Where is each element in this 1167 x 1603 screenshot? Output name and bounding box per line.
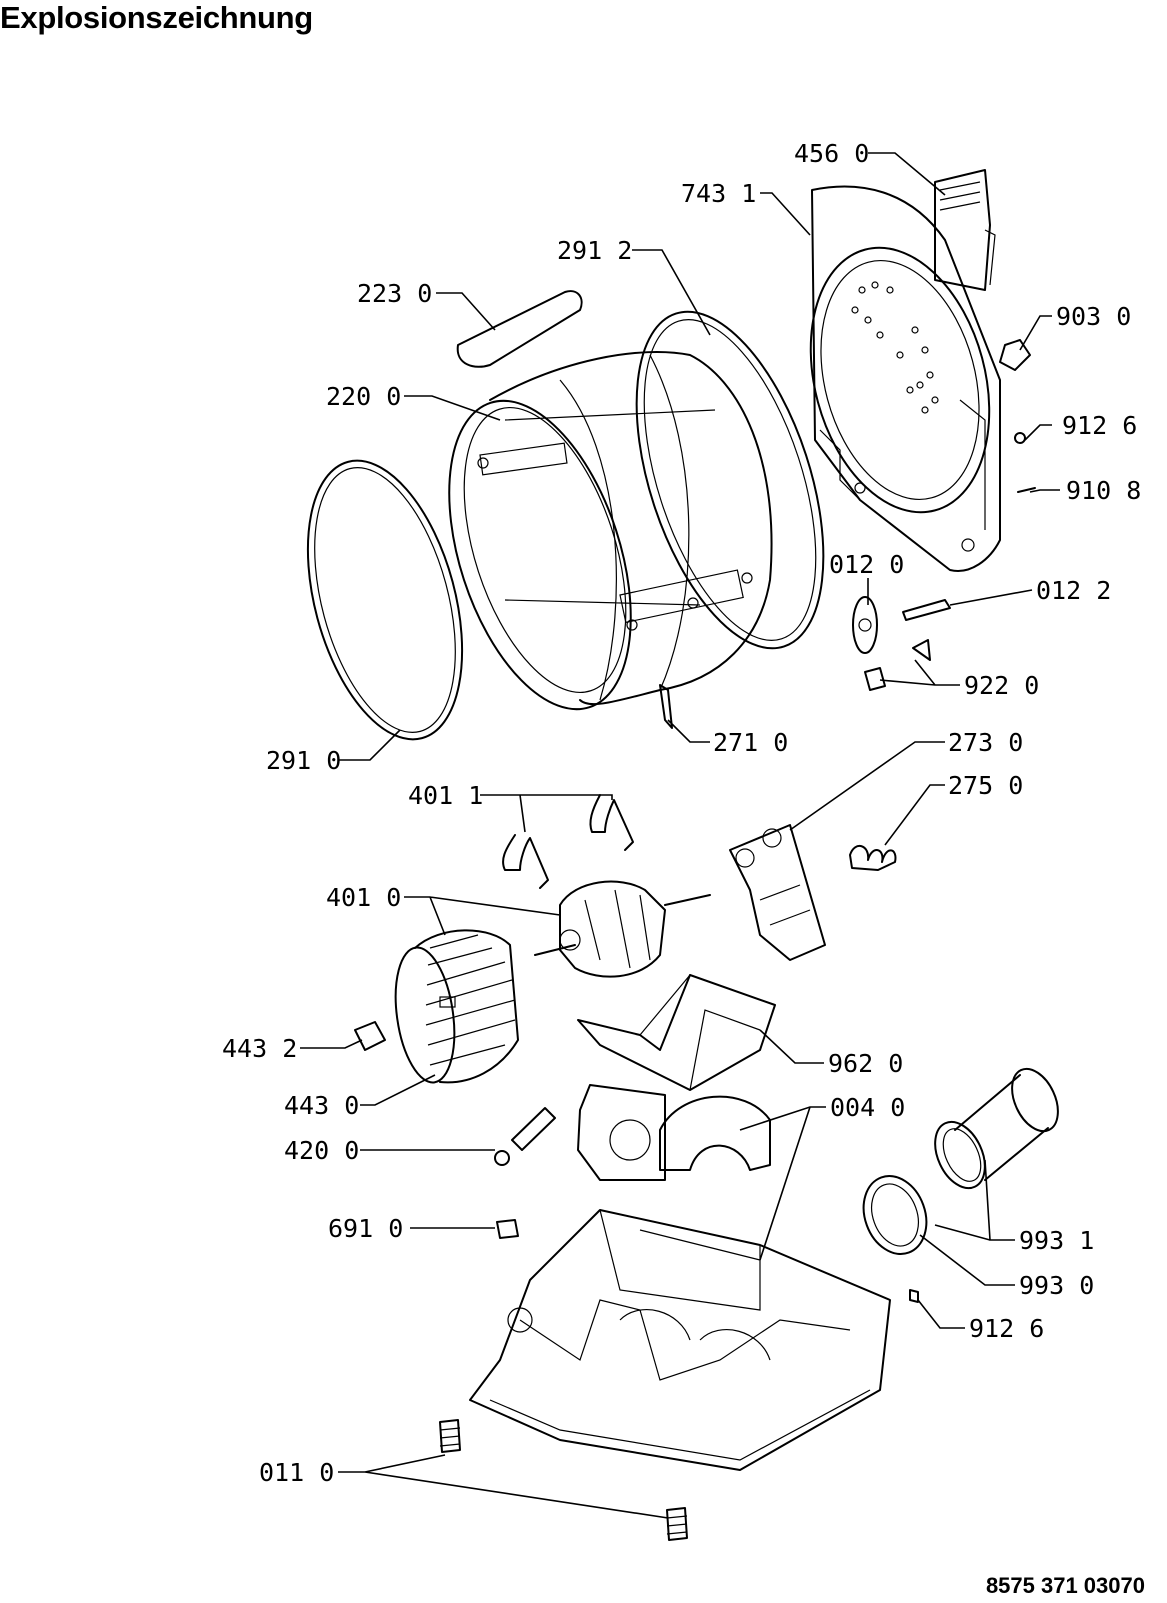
callout-691-0: 691 0 [328,1214,403,1243]
callout-743-1: 743 1 [681,179,756,208]
part-motor-mount [729,824,826,961]
part-rear-seal [635,310,825,650]
part-shield [577,974,776,1091]
callout-903-0: 903 0 [1056,302,1131,331]
part-thermostat [511,1107,556,1151]
document-number: 8575 371 03070 [985,1573,1145,1598]
callout-220-0: 220 0 [326,382,401,411]
part-spring [849,845,897,871]
part-rear-panel [809,185,1001,572]
callout-labels: 456 0 743 1 291 2 223 0 220 0 903 0 912 … [222,139,1141,1487]
callout-962-0: 962 0 [828,1049,903,1078]
callout-273-0: 273 0 [948,728,1023,757]
callout-275-0: 275 0 [948,771,1023,800]
callout-291-0: 291 0 [266,746,341,775]
callout-993-0: 993 0 [1019,1271,1094,1300]
page-title: Explosionszeichnung [0,0,313,35]
part-small-hardware [852,339,1036,691]
part-base [469,1209,891,1471]
leader-lines [300,152,1060,1519]
callout-922-0: 922 0 [964,671,1039,700]
callout-004-0: 004 0 [830,1093,905,1122]
part-front-seal [306,459,464,741]
part-motor-clips [502,794,634,889]
callout-912-6-bottom: 912 6 [969,1314,1044,1343]
callout-443-0: 443 0 [284,1091,359,1120]
part-fan-housing [577,1084,771,1181]
callout-993-1: 993 1 [1019,1226,1094,1255]
callout-401-0: 401 0 [326,883,401,912]
callout-401-1: 401 1 [408,781,483,810]
callout-223-0: 223 0 [357,279,432,308]
part-drum-rib [659,684,673,729]
part-motor [534,880,711,978]
callout-443-2: 443 2 [222,1034,297,1063]
part-baffle [456,290,583,368]
part-feet [439,1419,688,1541]
part-fan-wheel [394,929,519,1084]
callout-420-0: 420 0 [284,1136,359,1165]
callout-291-2: 291 2 [557,236,632,265]
callout-012-0: 012 0 [829,550,904,579]
part-control-board [934,169,996,291]
part-drum [448,351,773,711]
callout-912-6-top: 912 6 [1062,411,1137,440]
callout-456-0: 456 0 [794,139,869,168]
part-clip [496,1219,519,1239]
part-fan-hub [354,1021,386,1051]
part-duct [862,1067,1059,1255]
callout-012-2: 012 2 [1036,576,1111,605]
callout-910-8: 910 8 [1066,476,1141,505]
callout-271-0: 271 0 [713,728,788,757]
callout-011-0: 011 0 [259,1458,334,1487]
